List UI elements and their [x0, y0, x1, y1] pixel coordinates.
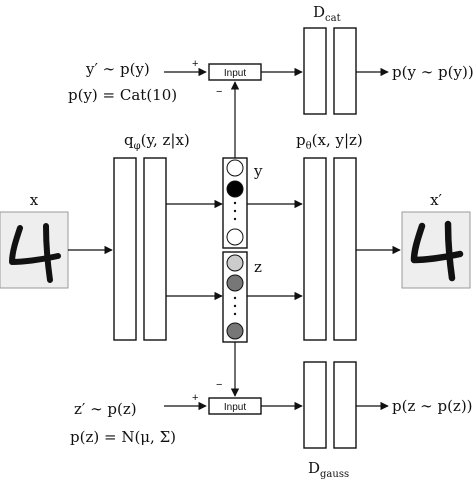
- y-ellipsis-dot: [233, 209, 237, 213]
- output-bottom-label: p(z ∼ p(z)): [392, 397, 473, 415]
- decoder-layer-2: [333, 157, 357, 341]
- d-cat-layer-1: [303, 27, 327, 115]
- z-ellipsis-dot: [233, 312, 237, 316]
- z-node-last: [226, 322, 244, 340]
- input-x-label: x: [30, 191, 39, 209]
- y-ellipsis-dot: [233, 217, 237, 221]
- encoder-layer-2: [143, 157, 167, 341]
- z-prior-label: z′ ∼ p(z): [74, 400, 137, 418]
- d-cat-layer-2: [333, 27, 357, 115]
- plus-sign-top: +: [192, 58, 198, 70]
- d-cat-label: Dcat: [313, 3, 341, 24]
- z-ellipsis-dot: [233, 304, 237, 308]
- digit-four-glyph-reconstruction: [410, 220, 464, 282]
- minus-sign-bottom: −: [216, 379, 222, 391]
- y-ellipsis-dot: [233, 201, 237, 205]
- y-node-last: [226, 228, 244, 246]
- d-gauss-layer-2: [333, 361, 357, 449]
- y-cat-label: p(y) = Cat(10): [68, 86, 177, 104]
- d-gauss-layer-1: [303, 361, 327, 449]
- y-node-1: [226, 159, 244, 177]
- encoder-label: qφ(y, z|x): [124, 131, 190, 152]
- decoder-label: pθ(x, y|z): [296, 131, 363, 152]
- input-box-top-label: Input: [224, 68, 246, 79]
- plus-sign-bottom: +: [192, 392, 198, 404]
- y-node-2: [226, 180, 244, 198]
- z-ellipsis-dot: [233, 296, 237, 300]
- d-gauss-label: Dgauss: [308, 459, 349, 480]
- minus-sign-top: −: [216, 86, 222, 98]
- z-node-2: [226, 274, 244, 292]
- output-top-label: p(y ∼ p(y)): [392, 63, 474, 81]
- output-image: [401, 211, 471, 289]
- decoder-layer-1: [303, 157, 327, 341]
- input-image: [0, 211, 69, 289]
- z-node-1: [226, 254, 244, 272]
- y-label: y: [253, 162, 263, 180]
- z-normal-label: p(z) = N(μ, Σ): [70, 428, 176, 446]
- output-x-prime-label: x′: [430, 191, 442, 209]
- encoder-layer-1: [113, 157, 137, 341]
- z-label: z: [254, 258, 262, 276]
- digit-four-glyph: [9, 223, 61, 283]
- input-box-bottom-label: Input: [224, 402, 246, 413]
- y-prior-label: y′ ∼ p(y): [85, 60, 150, 78]
